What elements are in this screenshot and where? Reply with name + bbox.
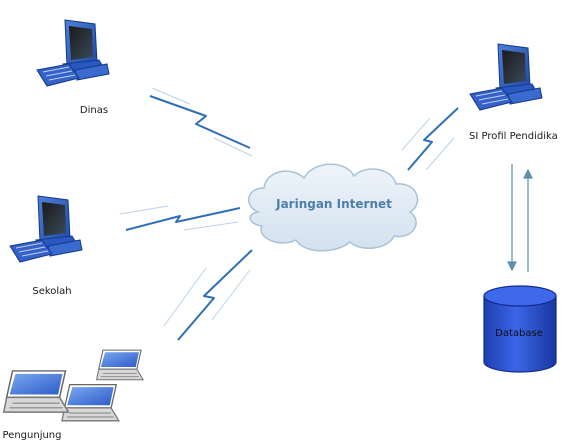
link-server-database — [507, 164, 533, 272]
sekolah-computer-icon — [9, 195, 83, 263]
link-dinas-cloud — [149, 87, 253, 157]
dinas-label: Dinas — [79, 105, 109, 116]
server-computer-icon — [469, 43, 543, 111]
link-sekolah-cloud — [119, 205, 241, 231]
cloud-icon — [248, 163, 419, 252]
database-cylinder-icon — [483, 285, 557, 373]
server-label: SI Profil Pendidika — [469, 131, 558, 142]
link-pengunjung-cloud — [163, 249, 253, 341]
dinas-computer-icon — [36, 19, 110, 87]
database-label: Database — [495, 328, 543, 339]
pengunjung-label: Pengunjung — [2, 430, 62, 441]
sekolah-label: Sekolah — [32, 286, 72, 297]
pengunjung-laptops-icon — [2, 349, 144, 422]
cloud-label: Jaringan Internet — [276, 197, 392, 211]
link-server-cloud — [401, 107, 459, 171]
